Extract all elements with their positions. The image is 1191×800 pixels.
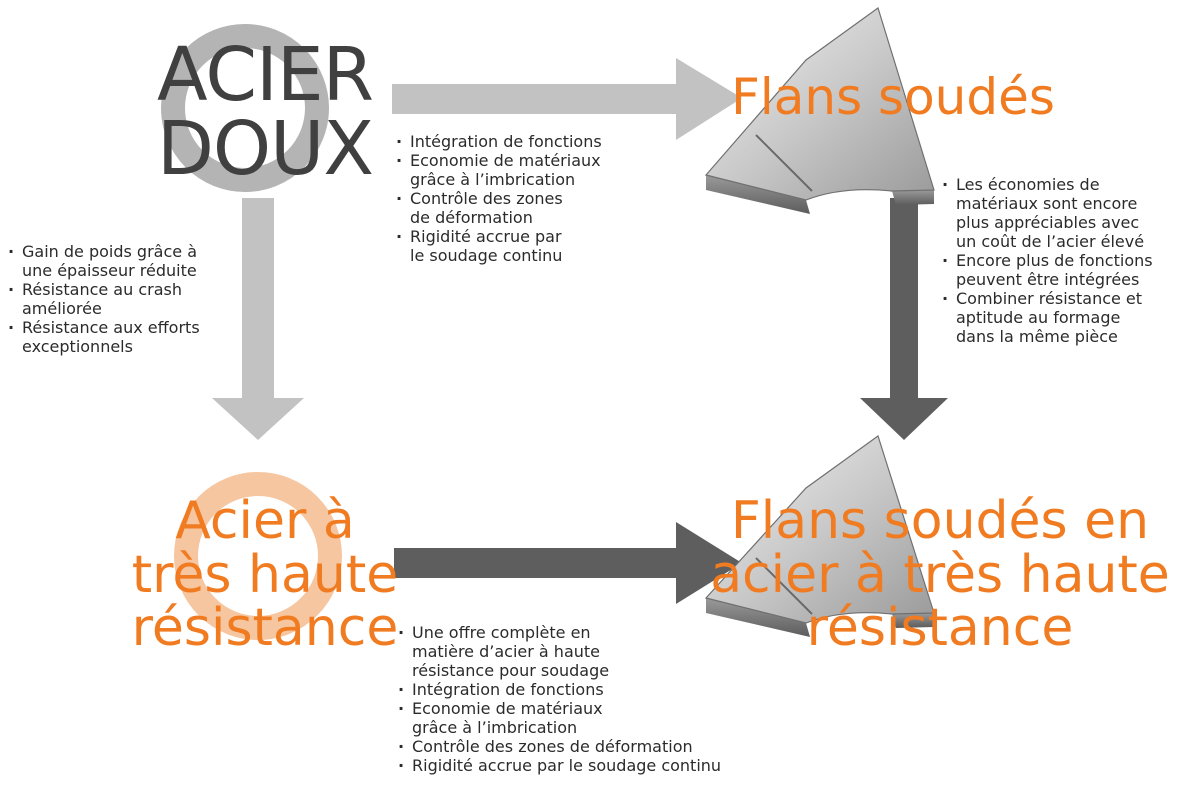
- node-flans-ahr-line2: acier à très haute: [710, 544, 1170, 605]
- node-acier-ahr: Acier à très haute résistance: [130, 491, 400, 659]
- acier-doux-ring: [161, 24, 329, 192]
- node-flans-soudes: Flans soudés: [728, 72, 1058, 122]
- node-acier-ahr-line1: Acier à: [175, 491, 355, 551]
- node-flans-ahr-line3: résistance: [806, 598, 1074, 659]
- note-item: Intégration de fonctions: [396, 680, 756, 699]
- arrow-acier-to-flans: [392, 58, 742, 140]
- node-acier-doux-line1: ACIER: [157, 32, 374, 118]
- arrow-acier-to-ahr: [212, 198, 304, 440]
- notes-acier-to-flans: Intégration de fonctions Economie de mat…: [394, 132, 664, 265]
- arrow-flans-to-flans-ahr: [860, 198, 948, 440]
- node-acier-ahr-line3: résistance: [131, 598, 399, 659]
- note-item: Contrôle des zones de déformation: [396, 737, 756, 756]
- note-item: Intégration de fonctions: [394, 132, 664, 151]
- flans-soudes-plate: [704, 7, 935, 214]
- acier-ahr-ring: [174, 472, 342, 640]
- flans-ahr-plate: [704, 435, 935, 637]
- node-acier-ahr-line2: très haute: [131, 544, 399, 605]
- node-flans-soudes-line1: Flans soudés: [731, 68, 1055, 126]
- node-flans-ahr-line1: Flans soudés en: [730, 491, 1150, 551]
- node-flans-ahr: Flans soudés en acier à très haute résis…: [705, 491, 1175, 659]
- arrow-ahr-to-flans-ahr: [394, 522, 742, 604]
- node-acier-doux: ACIER DOUX: [150, 38, 380, 186]
- node-acier-doux-line2: DOUX: [156, 106, 374, 192]
- note-item: Rigidité accrue par le soudage continu: [396, 756, 756, 775]
